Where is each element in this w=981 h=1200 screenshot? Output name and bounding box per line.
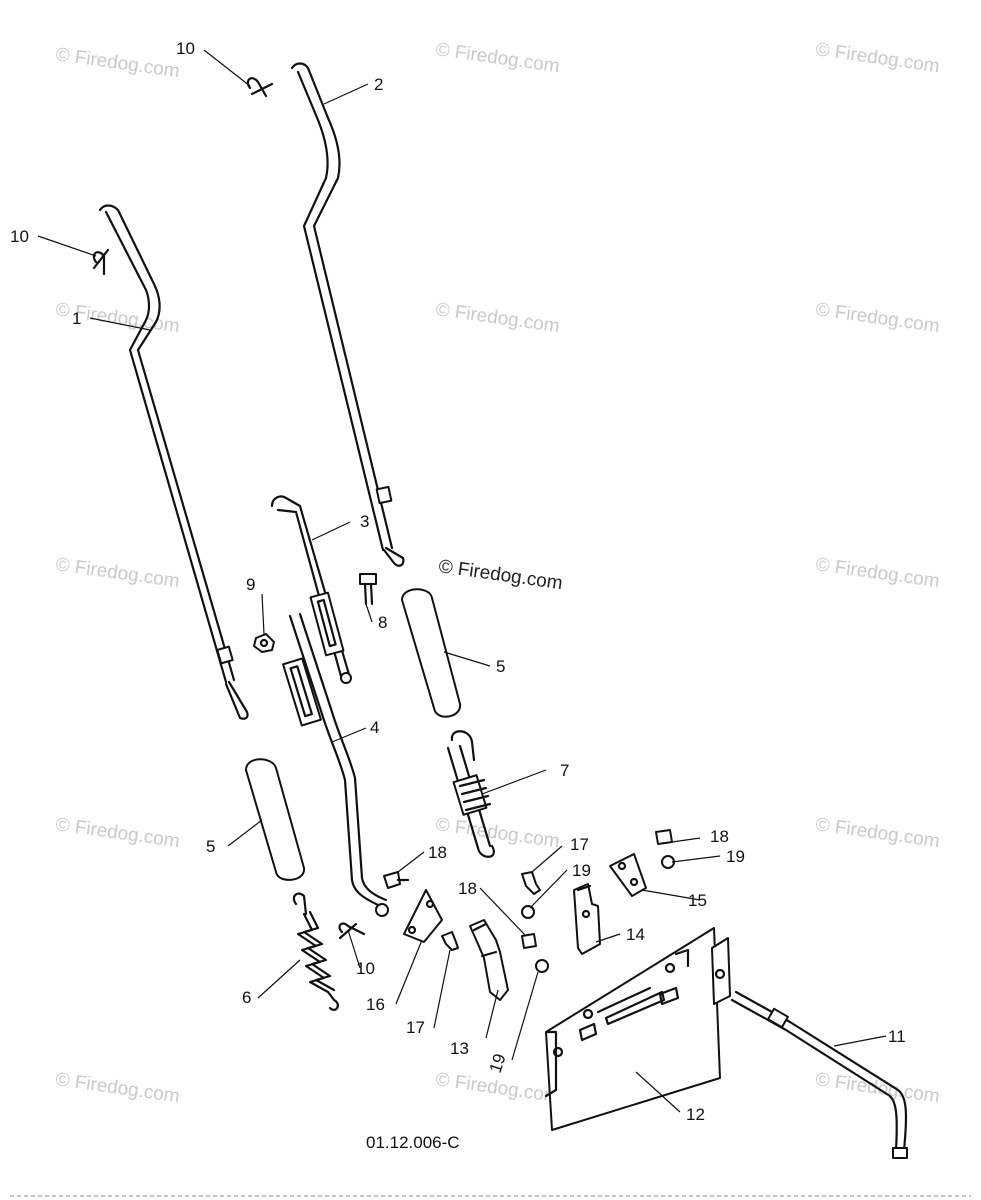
watermark: © Firedog.com xyxy=(434,299,561,337)
watermark: © Firedog.com xyxy=(54,554,181,592)
watermark: © Firedog.com xyxy=(814,39,941,77)
watermark: © Firedog.com xyxy=(434,814,561,852)
part-12-plate xyxy=(544,927,731,1131)
callout-4: 4 xyxy=(370,718,379,737)
callout-18-left: 18 xyxy=(428,843,447,862)
part-9-nut xyxy=(253,633,275,653)
callout-6: 6 xyxy=(242,988,251,1007)
part-10-clip-top xyxy=(246,77,274,98)
callout-12: 12 xyxy=(686,1105,705,1124)
callout-3: 3 xyxy=(360,512,369,531)
part-15-plate xyxy=(609,853,647,897)
part-17-pin-b xyxy=(441,931,459,951)
part-16-plate xyxy=(403,889,443,943)
callout-13: 13 xyxy=(450,1039,469,1058)
part-5-grip-lower xyxy=(245,758,305,881)
part-3-link xyxy=(270,495,352,684)
part-10-clip-left xyxy=(92,248,110,276)
watermark: © Firedog.com xyxy=(814,299,941,337)
callout-10-left: 10 xyxy=(10,227,29,246)
diagram-code: 01.12.006-C xyxy=(366,1133,460,1152)
watermark: © Firedog.com xyxy=(54,814,181,852)
callout-9: 9 xyxy=(246,575,255,594)
leader-lines xyxy=(37,49,887,1113)
callout-16: 16 xyxy=(366,995,385,1014)
watermark: © Firedog.com xyxy=(54,1069,181,1107)
callout-19-top: 19 xyxy=(572,861,591,880)
callout-19-right: 19 xyxy=(726,847,745,866)
part-18-bolt-c xyxy=(655,829,673,845)
part-2-rod xyxy=(290,62,405,567)
part-17-pin-a xyxy=(521,871,541,895)
callout-18-right: 18 xyxy=(710,827,729,846)
part-19-washer-a xyxy=(521,905,535,919)
callout-14: 14 xyxy=(626,925,645,944)
part-19-washer-b xyxy=(535,959,549,973)
part-18-bolt-a xyxy=(383,871,410,889)
part-13-bracket xyxy=(469,919,509,1001)
watermark: © Firedog.com xyxy=(434,1069,561,1107)
part-1-rod xyxy=(98,204,249,720)
callout-19-bottom: 19 xyxy=(486,1051,510,1075)
callout-17-bottom: 17 xyxy=(406,1018,425,1037)
callout-17-top: 17 xyxy=(570,835,589,854)
callout-10-top: 10 xyxy=(176,39,195,58)
callout-5-lower: 5 xyxy=(206,837,215,856)
part-10-clip-lower xyxy=(338,922,366,940)
callout-18-mid: 18 xyxy=(458,879,477,898)
part-18-bolt-b xyxy=(521,933,537,949)
part-5-grip-upper xyxy=(401,588,462,718)
watermark-center: © Firedog.com xyxy=(437,556,564,594)
part-4-link xyxy=(282,612,389,917)
callout-15: 15 xyxy=(688,891,707,910)
callout-5-upper: 5 xyxy=(496,657,505,676)
callout-11: 11 xyxy=(888,1027,906,1046)
callout-2: 2 xyxy=(374,75,383,94)
watermark: © Firedog.com xyxy=(814,554,941,592)
callout-7: 7 xyxy=(560,761,569,780)
watermark: © Firedog.com xyxy=(54,44,181,82)
callout-8: 8 xyxy=(378,613,387,632)
watermark: © Firedog.com xyxy=(814,814,941,852)
callout-1: 1 xyxy=(72,309,81,328)
callouts: 10 2 10 1 3 9 8 5 4 7 5 18 17 18 19 19 1… xyxy=(10,39,906,1124)
part-14-bracket xyxy=(573,883,601,955)
part-7-spring xyxy=(446,730,495,858)
part-8-bolt xyxy=(359,573,377,606)
part-6-spring xyxy=(292,892,339,1011)
watermark: © Firedog.com xyxy=(434,39,561,77)
part-11-rod xyxy=(730,990,908,1159)
callout-10-lower: 10 xyxy=(356,959,375,978)
